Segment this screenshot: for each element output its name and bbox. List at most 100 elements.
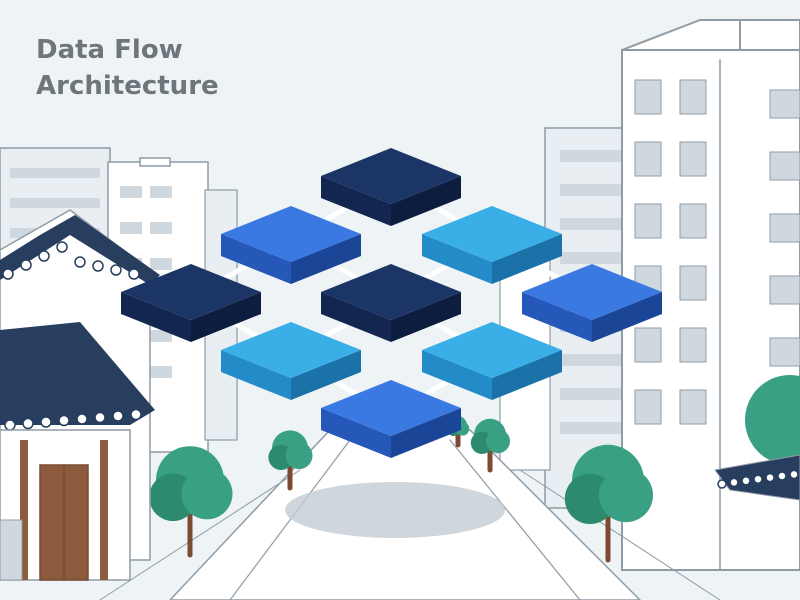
building-window xyxy=(560,388,630,400)
building-window xyxy=(679,203,707,239)
building-window xyxy=(679,327,707,363)
block-face-right xyxy=(291,350,361,400)
building-window xyxy=(120,186,142,198)
tree-canopy xyxy=(285,442,313,470)
building-window xyxy=(560,150,630,162)
roof-tile-end xyxy=(58,414,70,427)
building-window xyxy=(560,422,630,434)
tree-left-far xyxy=(268,430,313,491)
block-face-left xyxy=(221,350,291,400)
building-window xyxy=(634,203,662,239)
block-face-left xyxy=(221,234,291,284)
building-window xyxy=(150,258,172,270)
hanok-house xyxy=(0,209,160,581)
lane-line xyxy=(229,439,351,600)
roof-tile-end xyxy=(22,417,34,430)
block-face-right xyxy=(492,350,562,400)
hanok-pillar xyxy=(20,440,28,580)
roof-tile-end xyxy=(110,264,122,276)
tree-right-far xyxy=(470,418,510,473)
rooftop-box xyxy=(139,157,171,167)
roof-tile-end xyxy=(741,476,751,486)
tree-canopy xyxy=(181,468,233,520)
page-title: Data Flow Architecture xyxy=(36,32,219,104)
block-face-left xyxy=(522,292,592,342)
building-window xyxy=(10,198,100,208)
roof-tile-end xyxy=(789,469,799,480)
block-face-top xyxy=(522,264,662,320)
roof-tile-end xyxy=(74,256,86,268)
block-lower-right xyxy=(422,322,562,400)
block-face-right xyxy=(391,408,461,458)
hanok-pillar xyxy=(100,440,108,580)
sidewalk-edge xyxy=(519,469,721,600)
block-face-right xyxy=(592,292,662,342)
data-flow-diagram xyxy=(121,148,662,458)
roof-tile-end xyxy=(40,416,52,428)
building-window xyxy=(120,222,142,234)
roof-tile-end xyxy=(717,479,727,489)
building-window xyxy=(150,222,172,234)
building-window xyxy=(560,184,630,196)
block-mid-right xyxy=(522,264,662,342)
roof-tile-end xyxy=(4,419,16,431)
building-window xyxy=(150,366,172,378)
roof-tile-end xyxy=(753,474,763,484)
building-window xyxy=(10,168,100,178)
block-face-left xyxy=(422,350,492,400)
block-face-top xyxy=(422,206,562,262)
block-face-left xyxy=(422,234,492,284)
block-face-left xyxy=(321,408,391,458)
block-top xyxy=(321,148,461,226)
block-face-right xyxy=(391,176,461,226)
building-window xyxy=(634,79,662,115)
sidewalk-edge xyxy=(99,469,301,600)
building-window xyxy=(769,337,800,367)
tree-canopy xyxy=(745,375,800,465)
building-window xyxy=(679,389,707,425)
building-window xyxy=(634,141,662,177)
building-window xyxy=(769,89,800,119)
block-lower-left xyxy=(221,322,361,400)
block-mid-left xyxy=(121,264,261,342)
tree-canopy xyxy=(599,468,653,523)
roof-tile-end xyxy=(729,477,739,488)
block-face-top xyxy=(321,380,461,436)
block-upper-right xyxy=(422,206,562,284)
hanok-lower-roof xyxy=(0,322,155,425)
building-window xyxy=(560,252,630,264)
rooftop-unit xyxy=(739,19,800,51)
block-face-top xyxy=(221,322,361,378)
building-window xyxy=(769,275,800,305)
building-window xyxy=(150,330,172,342)
diagram-shadow xyxy=(285,482,505,538)
roof-tile-end xyxy=(20,259,32,271)
block-face-top xyxy=(221,206,361,262)
roof-tile-end xyxy=(112,410,124,422)
block-face-top xyxy=(422,322,562,378)
building-window xyxy=(679,79,707,115)
block-face-right xyxy=(492,234,562,284)
tree-right-near xyxy=(564,444,653,563)
block-face-left xyxy=(321,292,391,342)
block-face-left xyxy=(121,292,191,342)
building-window xyxy=(634,327,662,363)
building-window xyxy=(634,389,662,425)
block-face-top xyxy=(321,264,461,320)
block-bottom xyxy=(321,380,461,458)
hanok-lattice xyxy=(0,519,23,581)
hanok-upper-roof xyxy=(0,215,160,285)
roof-tile-end xyxy=(76,413,88,425)
roof-tile-end xyxy=(765,472,775,483)
title-line-2: Architecture xyxy=(36,71,219,101)
lane-line xyxy=(449,439,581,600)
roof-tile-end xyxy=(2,268,14,280)
block-face-right xyxy=(191,292,261,342)
roof-tile-end xyxy=(94,411,106,424)
block-upper-left xyxy=(221,206,361,284)
block-face-right xyxy=(391,292,461,342)
roof-tile-end xyxy=(128,268,140,280)
roof-tile-end xyxy=(56,241,68,253)
